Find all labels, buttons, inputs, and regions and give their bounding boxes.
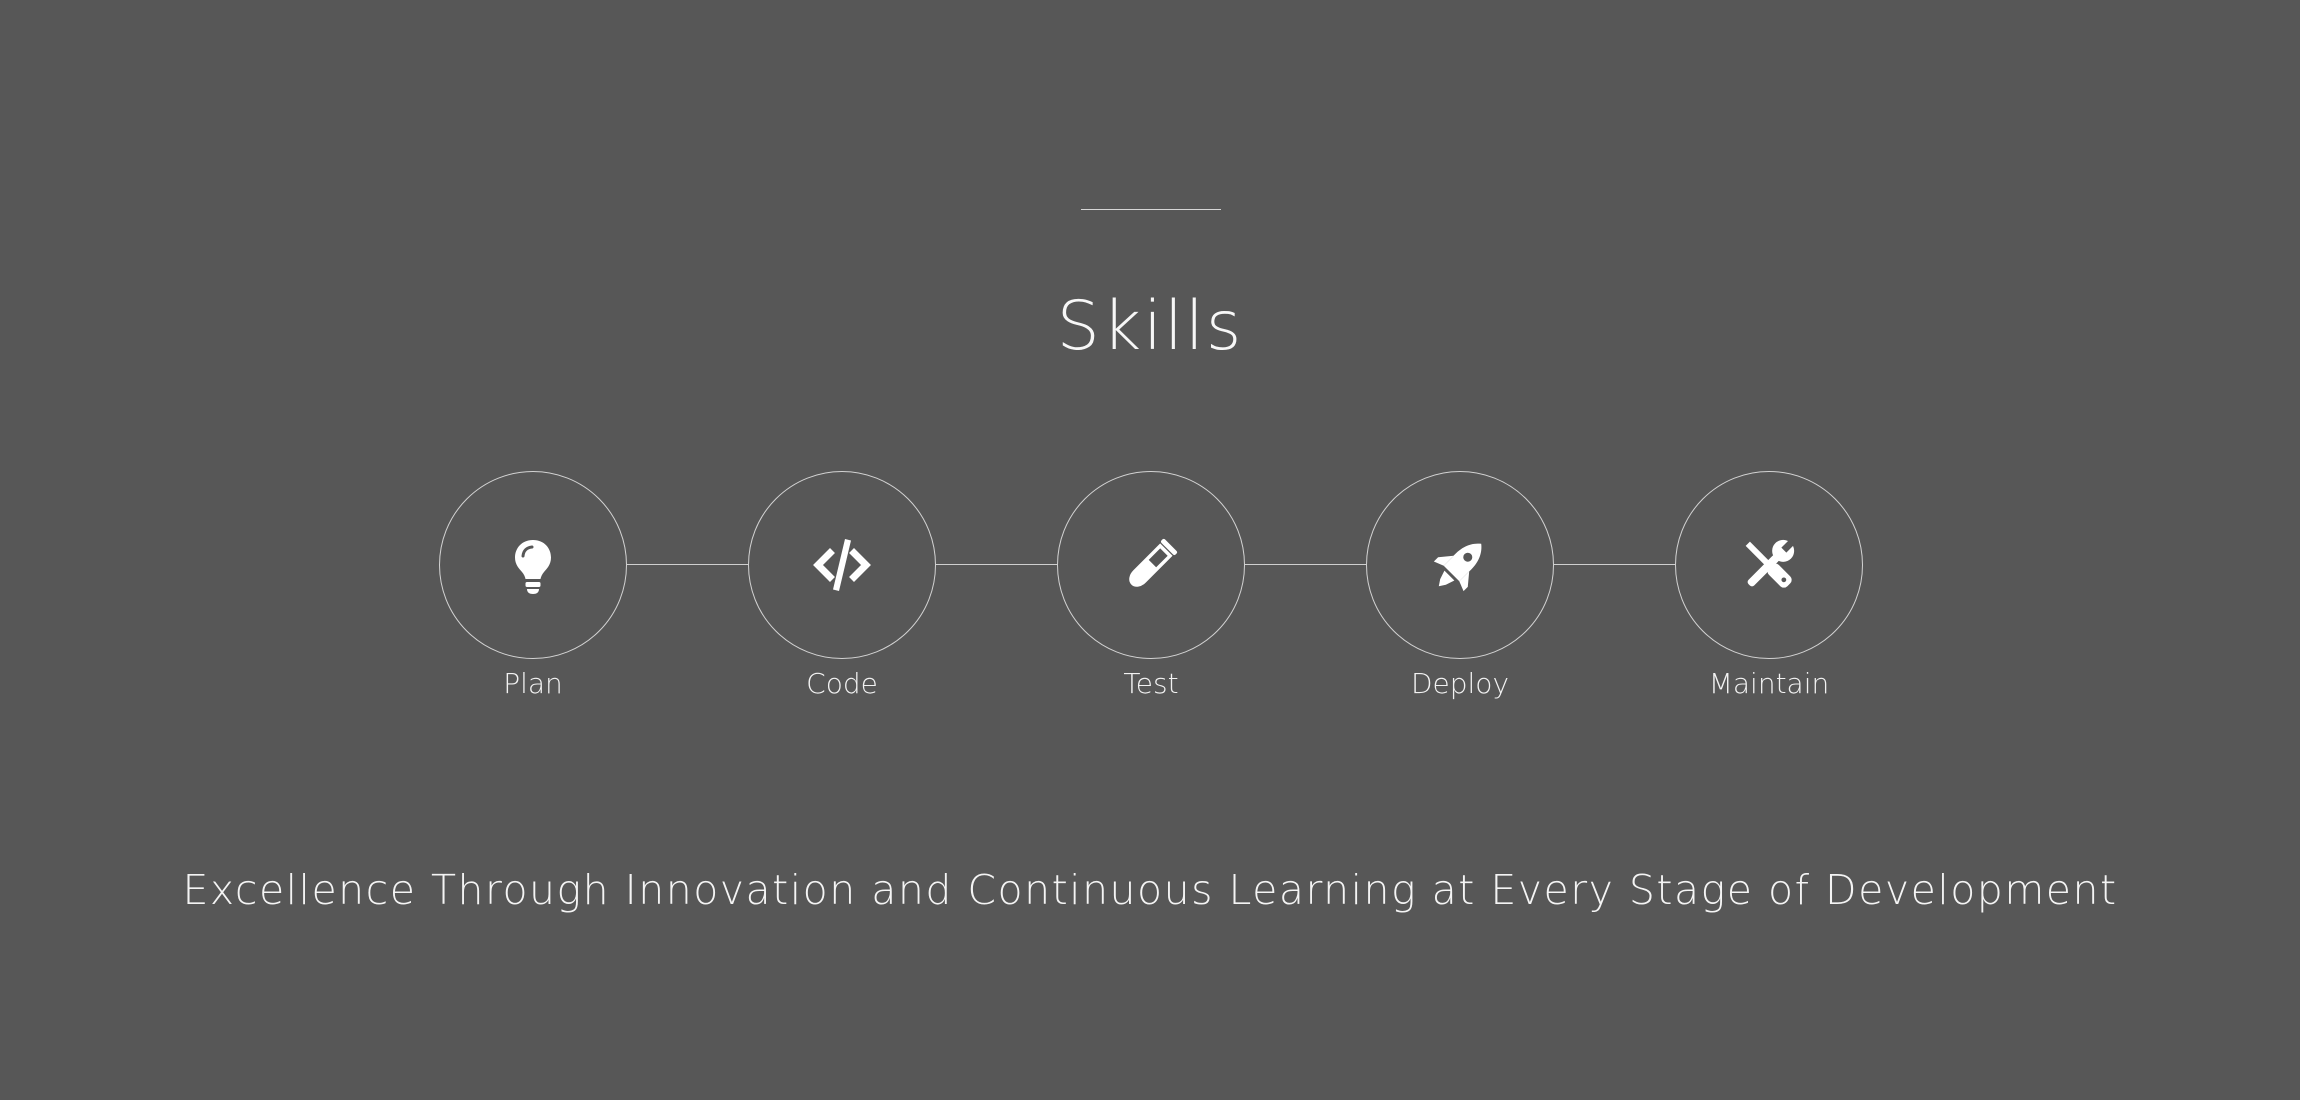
skill-step-plan: Plan xyxy=(439,471,627,700)
skill-label: Code xyxy=(806,667,878,700)
skill-circle xyxy=(748,471,936,659)
connector-line xyxy=(1554,564,1675,565)
test-tube-icon xyxy=(1129,538,1178,587)
rocket-icon xyxy=(1433,543,1482,592)
code-icon xyxy=(813,539,871,591)
skill-label: Deploy xyxy=(1410,667,1510,700)
lightbulb-icon xyxy=(515,540,551,594)
skill-circle xyxy=(1057,471,1245,659)
connector-line xyxy=(936,564,1057,565)
connector-line xyxy=(1245,564,1366,565)
skill-step-test: Test xyxy=(1057,471,1245,700)
section-tagline: Excellence Through Innovation and Contin… xyxy=(182,866,2118,914)
skill-step-maintain: Maintain xyxy=(1675,471,1863,700)
section-title: Skills xyxy=(1056,287,1244,366)
tools-icon xyxy=(1745,538,1796,588)
skill-label: Plan xyxy=(503,667,563,700)
skill-circle xyxy=(439,471,627,659)
skill-step-deploy: Deploy xyxy=(1366,471,1554,700)
skill-circle xyxy=(1366,471,1554,659)
connector-line xyxy=(627,564,748,565)
skill-label: Maintain xyxy=(1708,667,1830,700)
skill-circle xyxy=(1675,471,1863,659)
skill-step-code: Code xyxy=(748,471,936,700)
section-divider xyxy=(1081,209,1221,210)
skill-label: Test xyxy=(1123,667,1179,700)
